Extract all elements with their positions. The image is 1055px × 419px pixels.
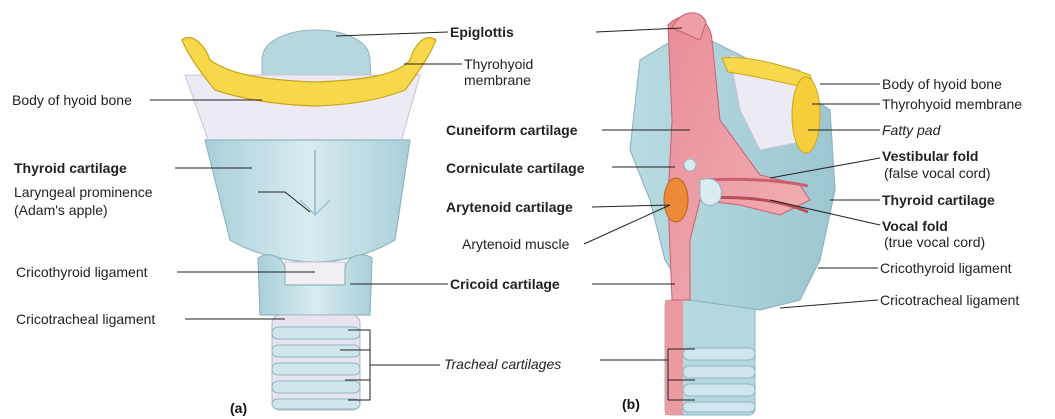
label-corniculate-cartilage: Corniculate cartilage — [446, 160, 585, 176]
label-tracheal-cartilages: Tracheal cartilages — [444, 356, 561, 372]
label-arytenoid-cartilage: Arytenoid cartilage — [446, 199, 573, 215]
thyroid-cartilage-a — [205, 140, 410, 262]
label-thyrohyoid-membrane-b: Thyrohyoid membrane — [882, 96, 1022, 112]
label-laryngeal-prominence-line2: (Adam's apple) — [14, 202, 108, 218]
label-arytenoid-muscle: Arytenoid muscle — [462, 236, 569, 252]
label-vestibular-fold: Vestibular fold — [882, 148, 978, 164]
label-laryngeal-prominence-line1: Laryngeal prominence — [14, 184, 153, 200]
label-cricotracheal-ligament-b: Cricotracheal ligament — [880, 292, 1019, 308]
label-body-of-hyoid-bone-b: Body of hyoid bone — [882, 76, 1002, 92]
label-cricoid-cartilage: Cricoid cartilage — [450, 276, 560, 292]
cricothyroid-ligament-a — [285, 262, 345, 285]
label-cricothyroid-ligament-a: Cricothyroid ligament — [16, 264, 148, 280]
label-thyroid-cartilage-b: Thyroid cartilage — [882, 192, 995, 208]
label-vocal-fold: Vocal fold — [882, 218, 948, 234]
label-body-of-hyoid-bone-a: Body of hyoid bone — [12, 92, 132, 108]
arytenoid-shape — [664, 178, 688, 222]
label-epiglottis: Epiglottis — [450, 24, 514, 40]
label-cricotracheal-ligament-a: Cricotracheal ligament — [16, 311, 155, 327]
panel-label-b: (b) — [622, 396, 640, 412]
fatty-pad-shape — [792, 77, 820, 153]
label-fatty-pad: Fatty pad — [882, 122, 940, 138]
panel-label-a: (a) — [230, 400, 247, 416]
corniculate-shape — [684, 159, 696, 171]
label-cuneiform-cartilage: Cuneiform cartilage — [446, 122, 577, 138]
label-thyroid-cartilage-a: Thyroid cartilage — [14, 160, 127, 176]
figure-b-sagittal-view — [630, 13, 835, 415]
label-vestibular-fold-sub: (false vocal cord) — [884, 165, 991, 181]
label-cricothyroid-ligament-b: Cricothyroid ligament — [880, 260, 1012, 276]
label-vocal-fold-sub: (true vocal cord) — [884, 234, 985, 250]
figure-a-anterior-view — [182, 30, 436, 410]
label-thyrohyoid-membrane-a-line2: membrane — [464, 72, 531, 88]
label-thyrohyoid-membrane-a-line1: Thyrohyoid — [464, 56, 533, 72]
